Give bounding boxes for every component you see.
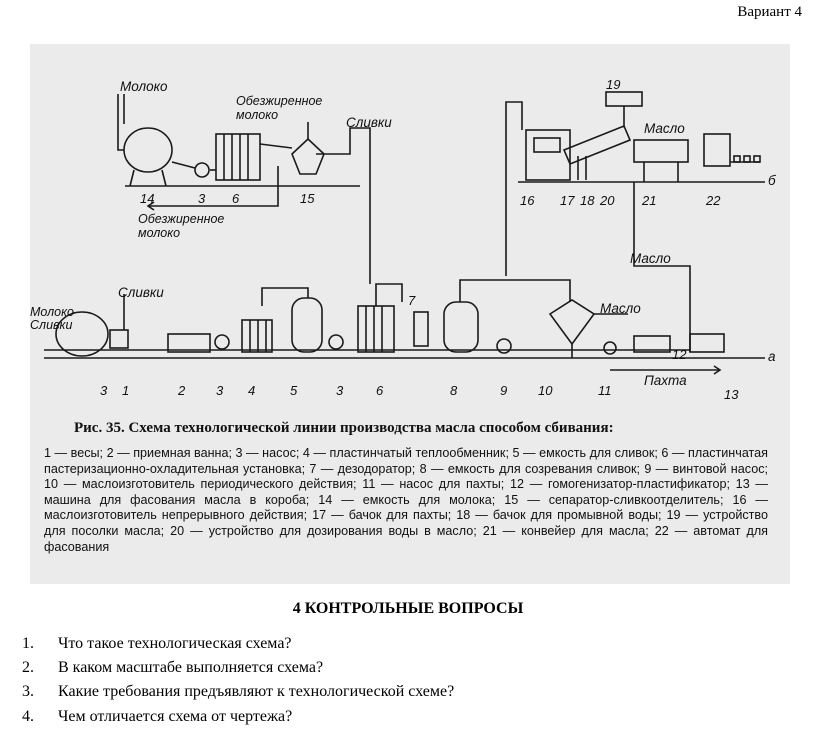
separator-15 — [291, 137, 325, 175]
conveyor-dosing — [562, 124, 632, 166]
number-7: 7 — [408, 293, 416, 308]
number-22: 22 — [706, 193, 721, 208]
number-15: 15 — [300, 191, 315, 206]
ripening-tank-8 — [443, 301, 479, 353]
number-12: 12 — [672, 347, 687, 362]
label-buttermilk: Пахта — [644, 373, 687, 388]
process-flow-diagram — [44, 91, 765, 375]
label-skim-milk-bottom: Обезжиренное молоко — [138, 212, 225, 240]
number-16: 16 — [520, 193, 535, 208]
question-item: 4. Чем отличается схема от чертежа? — [22, 705, 454, 729]
number-3-upper: 3 — [198, 191, 206, 206]
label-line-a: а — [768, 349, 776, 364]
butter-conveyor-21 — [633, 139, 689, 163]
number-14: 14 — [140, 191, 155, 206]
question-text: В каком масштабе выполняется схема? — [58, 659, 324, 677]
figure-legend: 1 — весы; 2 — приемная ванна; 3 — насос;… — [44, 446, 768, 554]
packing-machine-22 — [703, 133, 731, 167]
label-cream-top: Сливки — [346, 115, 392, 130]
deodorizer-7 — [413, 311, 429, 347]
number-11: 11 — [598, 383, 612, 398]
number-13: 13 — [724, 387, 739, 402]
buttermilk-pump-11 — [603, 341, 617, 355]
receiving-bath-2 — [167, 333, 211, 353]
number-21: 21 — [642, 193, 657, 208]
question-text: Чем отличается схема от чертежа? — [58, 707, 293, 725]
number-3-b: 3 — [216, 383, 224, 398]
butter-maker-16 — [525, 129, 571, 181]
butter-maker-10 — [548, 299, 596, 346]
scales-1 — [109, 329, 129, 349]
label-milk-top: Молоко — [120, 79, 168, 94]
label-butter-top: Масло — [644, 121, 685, 136]
pump-3-lower-a — [214, 334, 230, 350]
number-17: 17 — [560, 193, 575, 208]
label-milk-cream-in: Молоко Сливки — [30, 305, 74, 332]
heat-exchanger-4 — [241, 319, 273, 353]
question-item: 2. В каком масштабе выполняется схема? — [22, 656, 454, 680]
label-cream-left: Сливки — [118, 285, 164, 300]
question-number: 2. — [22, 659, 34, 677]
pump-3-lower-b — [328, 334, 344, 350]
homogenizer-12 — [633, 335, 671, 353]
milk-cream-intake — [55, 311, 109, 357]
number-6-upper: 6 — [232, 191, 240, 206]
screw-pump-9 — [496, 338, 512, 354]
question-text: Что такое технологическая схема? — [58, 635, 292, 652]
number-3-a: 3 — [100, 383, 108, 398]
number-18: 18 — [580, 193, 595, 208]
question-text: Какие требования предъявляют к технологи… — [58, 683, 455, 701]
pump-3-upper — [194, 162, 210, 178]
salting-device-19 — [605, 91, 643, 107]
label-line-b: б — [768, 173, 776, 188]
number-3-c: 3 — [336, 383, 344, 398]
scanned-figure: Молоко Обезжиренное молоко Сливки Обезжи… — [30, 44, 790, 584]
question-number: 3. — [22, 683, 34, 701]
plate-unit-6-upper — [215, 133, 261, 181]
number-20: 20 — [600, 193, 615, 208]
cream-tank-5 — [291, 297, 323, 353]
variant-label: Вариант 4 — [737, 4, 802, 20]
number-10: 10 — [538, 383, 553, 398]
number-1: 1 — [122, 383, 130, 398]
question-item: 3. Какие требования предъявляют к техноло… — [22, 680, 454, 704]
figure-caption: Рис. 35. Схема технологической линии про… — [74, 420, 614, 436]
label-butter-low: Масло — [600, 301, 641, 316]
number-19: 19 — [606, 77, 621, 92]
number-2: 2 — [178, 383, 186, 398]
milk-tank-14 — [123, 127, 173, 173]
number-9: 9 — [500, 383, 508, 398]
number-5: 5 — [290, 383, 298, 398]
label-skim-milk-top: Обезжиренное молоко — [236, 94, 323, 122]
number-4: 4 — [248, 383, 256, 398]
questions-list: 1. Что такое технологическая схема? 2. В к… — [22, 632, 454, 729]
label-butter-mid: Масло — [630, 251, 671, 266]
number-8: 8 — [450, 383, 458, 398]
question-number: 4. — [22, 707, 34, 725]
question-item: 1. Что такое технологическая схема? — [22, 632, 454, 656]
question-number: 1. — [22, 635, 34, 652]
packing-machine-13 — [689, 333, 725, 353]
plate-unit-6-lower — [357, 305, 395, 353]
number-6-lower: 6 — [376, 383, 384, 398]
section-title: 4 КОНТРОЛЬНЫЕ ВОПРОСЫ — [292, 600, 524, 617]
